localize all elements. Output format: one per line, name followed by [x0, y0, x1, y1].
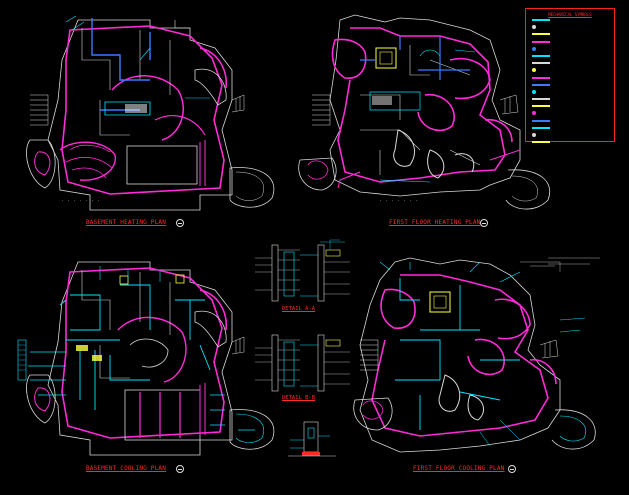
- mechanical-symbols-legend: MECHANICAL SYMBOLS: [525, 8, 615, 144]
- legend-symbol-icon: [532, 141, 550, 144]
- detail-a-a: [255, 239, 350, 302]
- basement-heating-plan: [26, 15, 275, 211]
- legend-rows: [526, 17, 614, 146]
- north-arrow-icon: [176, 465, 184, 473]
- legend-symbol-icon: [532, 68, 536, 73]
- first-floor-heating-plan: [298, 14, 550, 210]
- legend-row: [526, 17, 614, 24]
- legend-symbol-icon: [532, 89, 536, 94]
- legend-title: MECHANICAL SYMBOLS: [548, 12, 592, 17]
- legend-row: [526, 53, 614, 60]
- legend-row: [526, 96, 614, 103]
- first-floor-cooling-plan-title: FIRST FLOOR COOLING PLAN: [413, 465, 505, 472]
- legend-row: [526, 82, 614, 89]
- legend-symbol-icon: [532, 62, 550, 65]
- legend-row: [526, 75, 614, 82]
- north-arrow-icon: [508, 465, 516, 473]
- legend-symbol-icon: [532, 19, 550, 21]
- legend-row: [526, 118, 614, 125]
- legend-symbol-icon: [532, 83, 550, 86]
- legend-row: [526, 132, 614, 139]
- legend-symbol-icon: [532, 54, 550, 57]
- legend-symbol-icon: [532, 76, 550, 79]
- legend-symbol-icon: [532, 126, 550, 129]
- first-floor-cooling-plan: [353, 257, 600, 453]
- legend-row: [526, 31, 614, 38]
- legend-symbol-icon: [532, 111, 536, 116]
- north-arrow-icon: [176, 219, 184, 227]
- first-floor-heating-plan-title: FIRST FLOOR HEATING PLAN: [389, 219, 481, 226]
- detail-a-a-title: DETAIL A-A: [282, 306, 316, 312]
- legend-row: [526, 139, 614, 146]
- legend-row: [526, 39, 614, 46]
- legend-row: [526, 103, 614, 110]
- legend-symbol-icon: [532, 98, 550, 101]
- legend-row: [526, 46, 614, 53]
- basement-heating-plan-title: BASEMENT HEATING PLAN: [86, 219, 167, 226]
- detail-b-b: [255, 334, 350, 392]
- basement-cooling-plan: [17, 261, 275, 456]
- detail-b-b-title: DETAIL B-B: [282, 395, 316, 401]
- legend-row: [526, 89, 614, 96]
- legend-symbol-icon: [532, 119, 550, 122]
- legend-row: [526, 110, 614, 117]
- north-arrow-icon: [480, 219, 488, 227]
- basement-cooling-plan-title: BASEMENT COOLING PLAN: [86, 465, 167, 472]
- legend-symbol-icon: [532, 25, 536, 30]
- legend-row: [526, 24, 614, 31]
- legend-symbol-icon: [532, 33, 550, 36]
- small-equipment-detail: [288, 421, 336, 457]
- legend-symbol-icon: [532, 40, 550, 43]
- legend-symbol-icon: [532, 133, 536, 137]
- legend-symbol-icon: [532, 105, 550, 108]
- legend-row: [526, 60, 614, 67]
- legend-row: [526, 125, 614, 132]
- legend-row: [526, 67, 614, 74]
- legend-symbol-icon: [532, 46, 536, 51]
